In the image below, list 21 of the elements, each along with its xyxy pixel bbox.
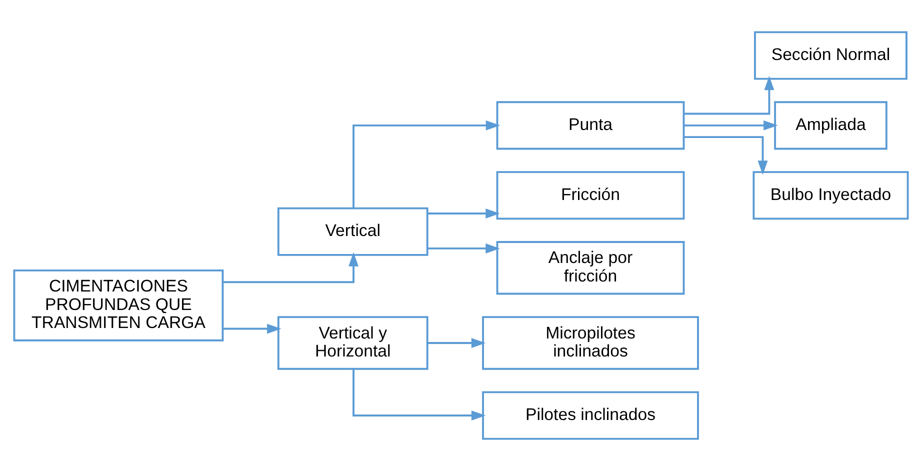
arrow [222, 252, 359, 284]
node-box: Vertical [277, 207, 428, 256]
node-box: Pilotes inclinados [482, 391, 699, 440]
node-box: Anclaje por fricción [496, 241, 685, 295]
arrow [222, 324, 282, 334]
node-box: Micropilotes inclinados [482, 316, 699, 370]
node-box: CIMENTACIONES PROFUNDAS QUE TRANSMITEN CARGA [13, 270, 224, 342]
arrow [427, 338, 486, 348]
node-box: Bulbo Inyectado [752, 171, 909, 220]
arrow [427, 243, 500, 254]
node-box: Sección Normal [754, 31, 908, 80]
node-box: Ampliada [774, 101, 888, 150]
node-box: Punta [496, 101, 685, 150]
node-box: Vertical y Horizontal [277, 316, 428, 370]
arrow [684, 76, 774, 115]
arrow [427, 208, 500, 218]
arrow [684, 136, 768, 175]
node-box: Fricción [496, 171, 685, 220]
arrow [352, 369, 486, 420]
arrow [684, 120, 778, 130]
arrow [352, 120, 500, 208]
